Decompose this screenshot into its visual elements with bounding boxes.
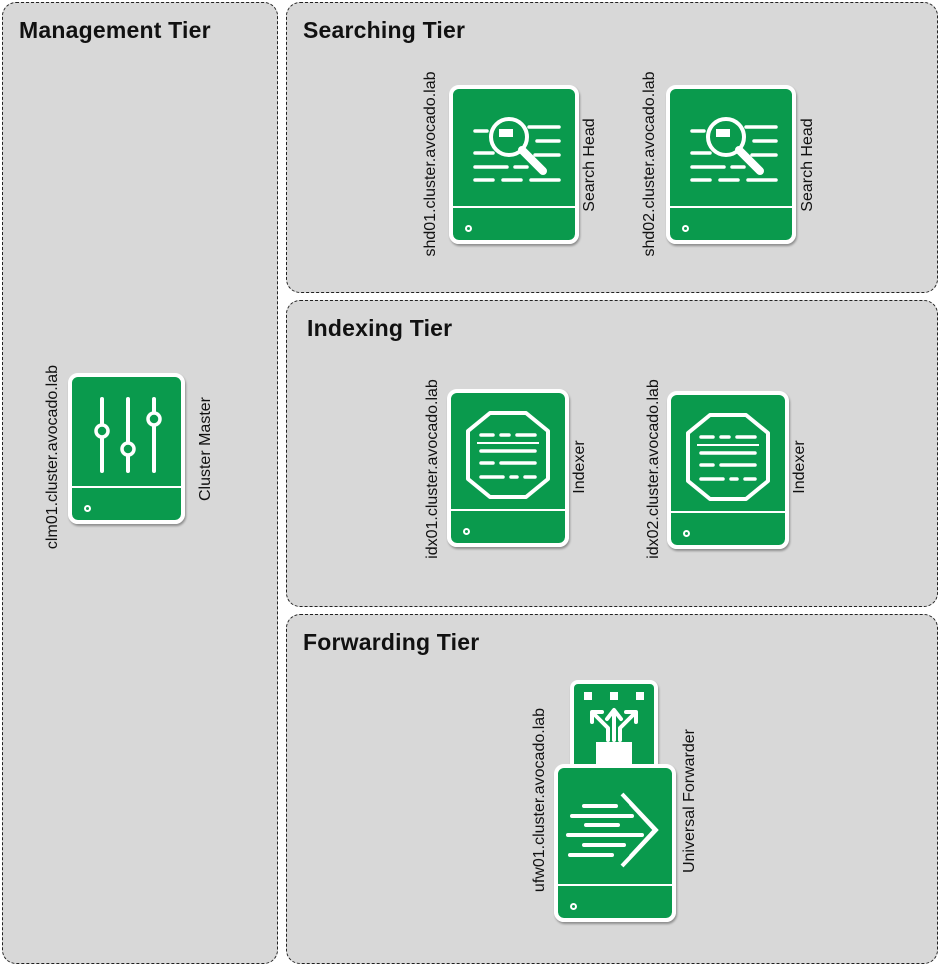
search-head-2-drive-bay	[666, 206, 796, 244]
index-icon	[466, 411, 550, 499]
forwarder-led	[570, 903, 577, 910]
indexer-1-hostname: idx01.cluster.avocado.lab	[424, 379, 441, 559]
search-head-1-device	[449, 85, 579, 244]
indexer-2-device	[667, 391, 789, 549]
cluster-master-device	[68, 373, 185, 524]
indexer-2-led	[683, 530, 690, 537]
cluster-master-hostname: clm01.cluster.avocado.lab	[44, 364, 61, 550]
indexer-1-role: Indexer	[571, 440, 588, 494]
search-head-1-role: Search Head	[581, 118, 598, 212]
search-icon	[473, 117, 561, 182]
search-icon	[690, 117, 778, 182]
search-head-1-drive-bay	[449, 206, 579, 244]
search-head-2-hostname: shd02.cluster.avocado.lab	[641, 71, 658, 257]
forwarder-role: Universal Forwarder	[681, 728, 698, 874]
indexing-tier-panel: Indexing Tier	[286, 300, 938, 607]
search-head-2-role: Search Head	[799, 118, 816, 212]
search-head-2-led	[682, 225, 689, 232]
searching-tier-panel: Searching Tier	[286, 2, 938, 293]
cluster-master-role: Cluster Master	[197, 396, 214, 502]
sliders-icon	[94, 397, 162, 473]
forwarder-connector	[570, 680, 658, 772]
search-head-1-hostname: shd01.cluster.avocado.lab	[422, 71, 439, 257]
search-head-2-device	[666, 85, 796, 244]
forwarder-device	[554, 764, 676, 922]
cluster-master-drive-bay	[68, 486, 185, 524]
cluster-master-led	[84, 505, 91, 512]
forwarding-tier-title: Forwarding Tier	[303, 629, 480, 655]
indexer-2-drive-bay	[667, 511, 789, 549]
index-icon	[686, 413, 770, 501]
searching-tier-title: Searching Tier	[303, 17, 466, 43]
indexer-1-device	[447, 389, 569, 547]
forwarder-drive-bay	[554, 884, 676, 922]
indexer-2-role: Indexer	[791, 440, 808, 494]
forward-icon	[566, 792, 659, 868]
indexer-2-hostname: idx02.cluster.avocado.lab	[645, 379, 662, 559]
indexer-1-led	[463, 528, 470, 535]
indexing-tier-title: Indexing Tier	[307, 315, 453, 341]
management-tier-title: Management Tier	[19, 17, 211, 43]
split-arrows-icon	[584, 692, 644, 768]
forwarder-hostname: ufw01.cluster.avocado.lab	[531, 707, 548, 893]
indexer-1-drive-bay	[447, 509, 569, 547]
search-head-1-led	[465, 225, 472, 232]
